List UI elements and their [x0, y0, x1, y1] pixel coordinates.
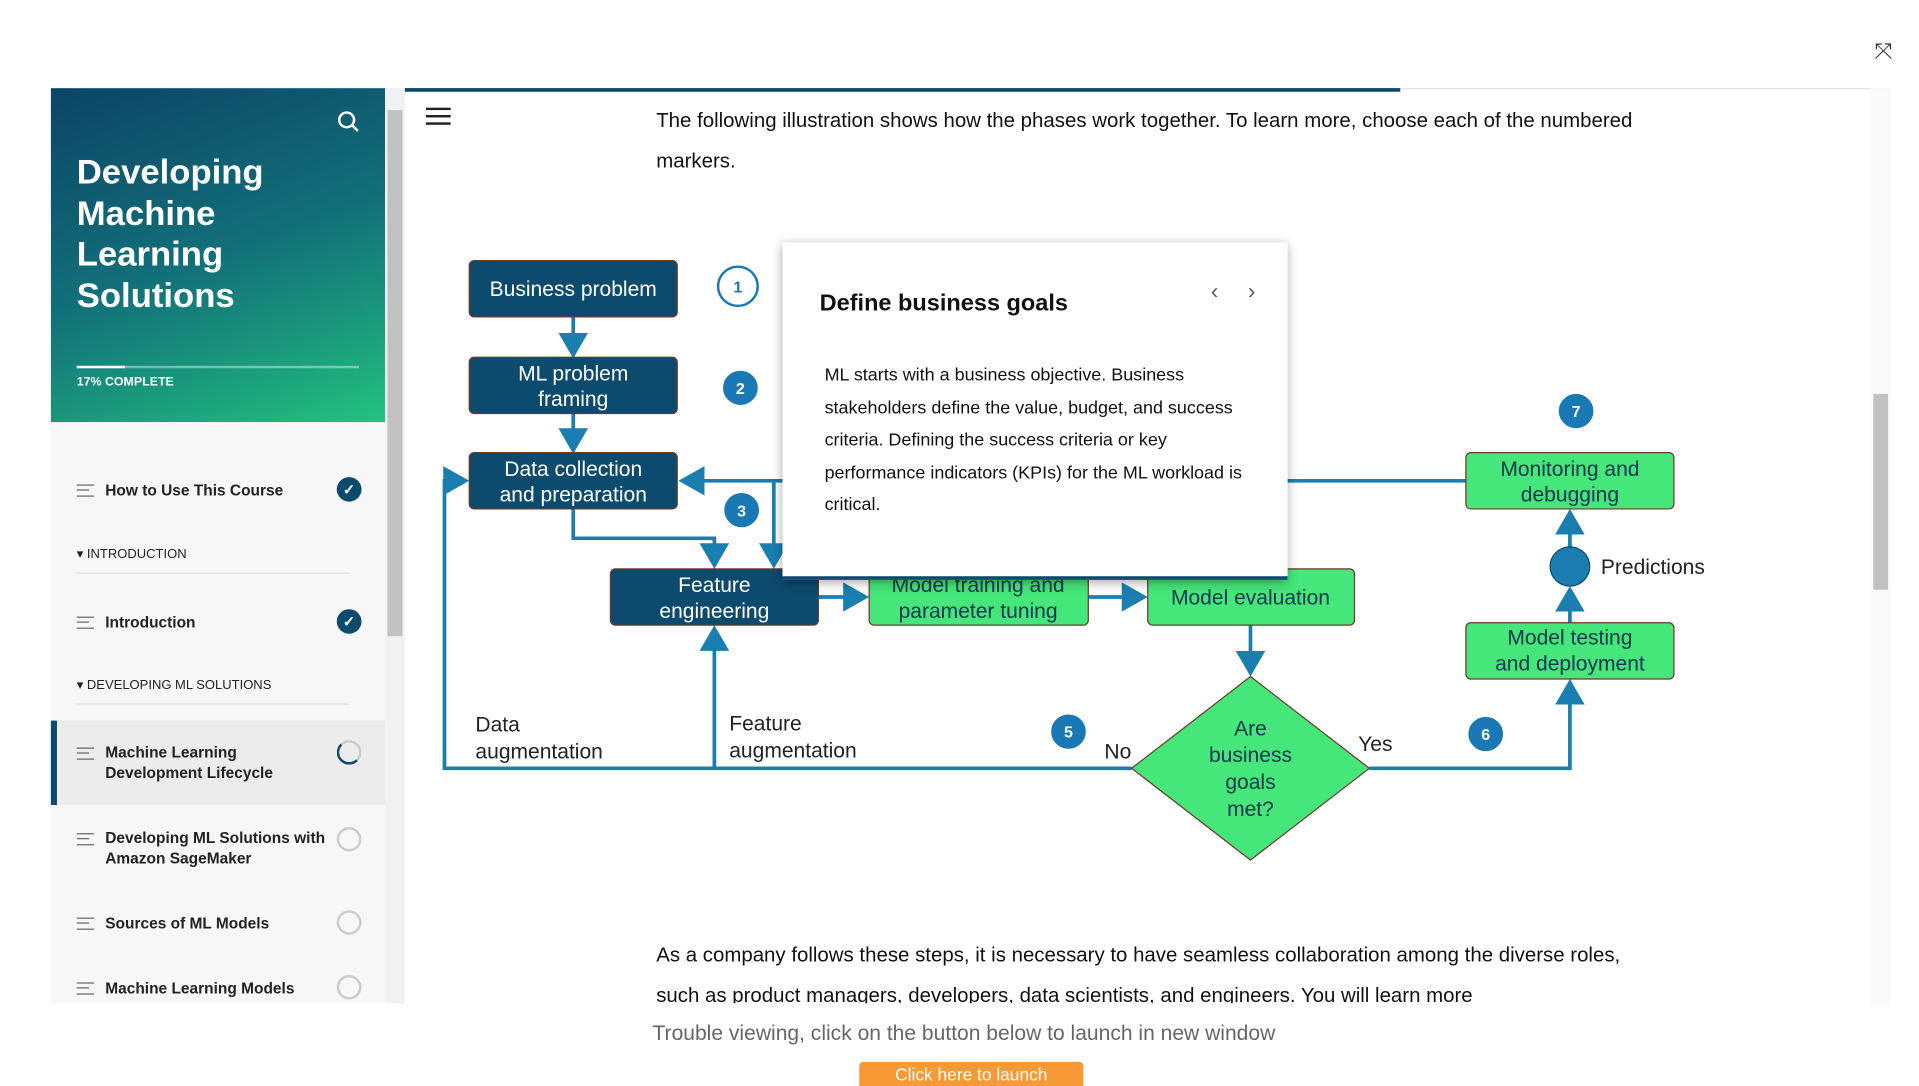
- node-monitoring: Monitoring and debugging: [1465, 452, 1675, 510]
- svg-text:ML problem: ML problem: [518, 363, 628, 386]
- node-decision: Are business goals met?: [1130, 675, 1371, 861]
- svg-text:engineering: engineering: [659, 600, 769, 623]
- node-feature-engineering: Feature engineering: [609, 568, 820, 626]
- popup-title: Define business goals: [819, 291, 1069, 317]
- not-started-icon: [336, 975, 362, 1000]
- svg-text:augmentation: augmentation: [475, 741, 602, 764]
- no-label: No: [1104, 741, 1131, 764]
- next-icon[interactable]: ›: [1248, 278, 1256, 304]
- feature-augmentation-label: Feature: [729, 712, 801, 735]
- section-developing-ml[interactable]: ▾ DEVELOPING ML SOLUTIONS: [76, 678, 350, 705]
- svg-text:Model testing: Model testing: [1507, 627, 1632, 650]
- section-introduction[interactable]: ▾ INTRODUCTION: [76, 547, 350, 574]
- popup-body: ML starts with a business objective. Bus…: [824, 365, 1242, 516]
- node-data-collection: Data collection and preparation: [468, 452, 678, 510]
- lesson-icon: [76, 616, 95, 629]
- course-sidebar: Developing Machine Learning Solutions 17…: [50, 88, 386, 1004]
- launch-button[interactable]: Click here to launch: [859, 1061, 1084, 1086]
- lesson-icon: [76, 484, 95, 497]
- trouble-viewing-text: Trouble viewing, click on the button bel…: [652, 1021, 1276, 1045]
- search-icon[interactable]: [337, 110, 362, 134]
- arrow: [571, 508, 730, 569]
- yes-label: Yes: [1358, 733, 1392, 756]
- course-title: Developing Machine Learning Solutions: [76, 152, 264, 314]
- predictions-label: Predictions: [1601, 556, 1705, 579]
- arrow: [442, 466, 1132, 771]
- not-started-icon: [336, 827, 362, 852]
- svg-text:met?: met?: [1227, 798, 1274, 821]
- marker-popup: Define business goals ‹ › ML starts with…: [782, 242, 1288, 580]
- svg-text:2: 2: [736, 381, 745, 398]
- menu-icon[interactable]: [425, 107, 451, 125]
- svg-text:3: 3: [737, 503, 746, 520]
- svg-text:and deployment: and deployment: [1495, 653, 1645, 676]
- node-model-evaluation: Model evaluation: [1147, 568, 1356, 626]
- marker-2[interactable]: 2: [720, 368, 761, 408]
- predictions-node: [1549, 546, 1591, 587]
- data-augmentation-label: Data: [475, 714, 520, 737]
- svg-text:business: business: [1209, 744, 1292, 767]
- sidebar-header: Developing Machine Learning Solutions 17…: [50, 88, 386, 423]
- lesson-icon: [76, 982, 95, 995]
- svg-text:Business problem: Business problem: [490, 278, 657, 301]
- svg-text:6: 6: [1481, 727, 1490, 744]
- marker-5[interactable]: 5: [1048, 712, 1089, 752]
- marker-6[interactable]: 6: [1465, 714, 1506, 754]
- sidebar-item-ml-lifecycle[interactable]: Machine Learning Development Lifecycle: [50, 720, 386, 805]
- progress-bar: [76, 365, 360, 369]
- not-started-icon: [336, 910, 362, 935]
- marker-3[interactable]: 3: [721, 490, 762, 530]
- svg-text:5: 5: [1064, 725, 1073, 742]
- lesson-icon: [76, 833, 95, 846]
- marker-1[interactable]: 1: [716, 265, 759, 308]
- svg-text:Data collection: Data collection: [504, 458, 642, 481]
- previous-icon[interactable]: ‹: [1210, 278, 1219, 304]
- lesson-icon: [76, 747, 95, 760]
- svg-text:goals: goals: [1225, 771, 1275, 794]
- marker-7[interactable]: 7: [1556, 391, 1596, 431]
- fullscreen-icon[interactable]: ⤧: [1874, 39, 1893, 64]
- svg-text:Monitoring and: Monitoring and: [1500, 458, 1639, 481]
- node-business-problem: Business problem: [468, 259, 678, 318]
- svg-text:and preparation: and preparation: [500, 484, 647, 507]
- arrow: [1369, 678, 1585, 771]
- lesson-progress-bar: [404, 88, 1401, 92]
- complete-check-icon: ✓: [336, 609, 362, 634]
- svg-text:framing: framing: [538, 388, 608, 411]
- svg-text:Model training and: Model training and: [892, 574, 1065, 597]
- progress-label: 17% COMPLETE: [76, 375, 174, 390]
- node-model-testing: Model testing and deployment: [1465, 622, 1675, 680]
- content-scrollbar[interactable]: [1870, 88, 1891, 1004]
- outro-text: As a company follows these steps, it is …: [656, 944, 1621, 1004]
- svg-text:augmentation: augmentation: [729, 739, 856, 762]
- svg-text:parameter tuning: parameter tuning: [899, 600, 1058, 623]
- svg-text:7: 7: [1572, 404, 1581, 421]
- svg-text:Are: Are: [1234, 717, 1267, 740]
- svg-text:Model evaluation: Model evaluation: [1171, 586, 1330, 609]
- complete-check-icon: ✓: [336, 477, 362, 502]
- intro-text: The following illustration shows how the…: [656, 110, 1633, 173]
- in-progress-icon: [336, 740, 362, 765]
- lesson-icon: [76, 917, 95, 930]
- sidebar-scrollbar[interactable]: [385, 88, 405, 1004]
- svg-text:1: 1: [733, 279, 742, 296]
- svg-text:debugging: debugging: [1521, 484, 1619, 507]
- svg-text:Feature: Feature: [678, 574, 750, 597]
